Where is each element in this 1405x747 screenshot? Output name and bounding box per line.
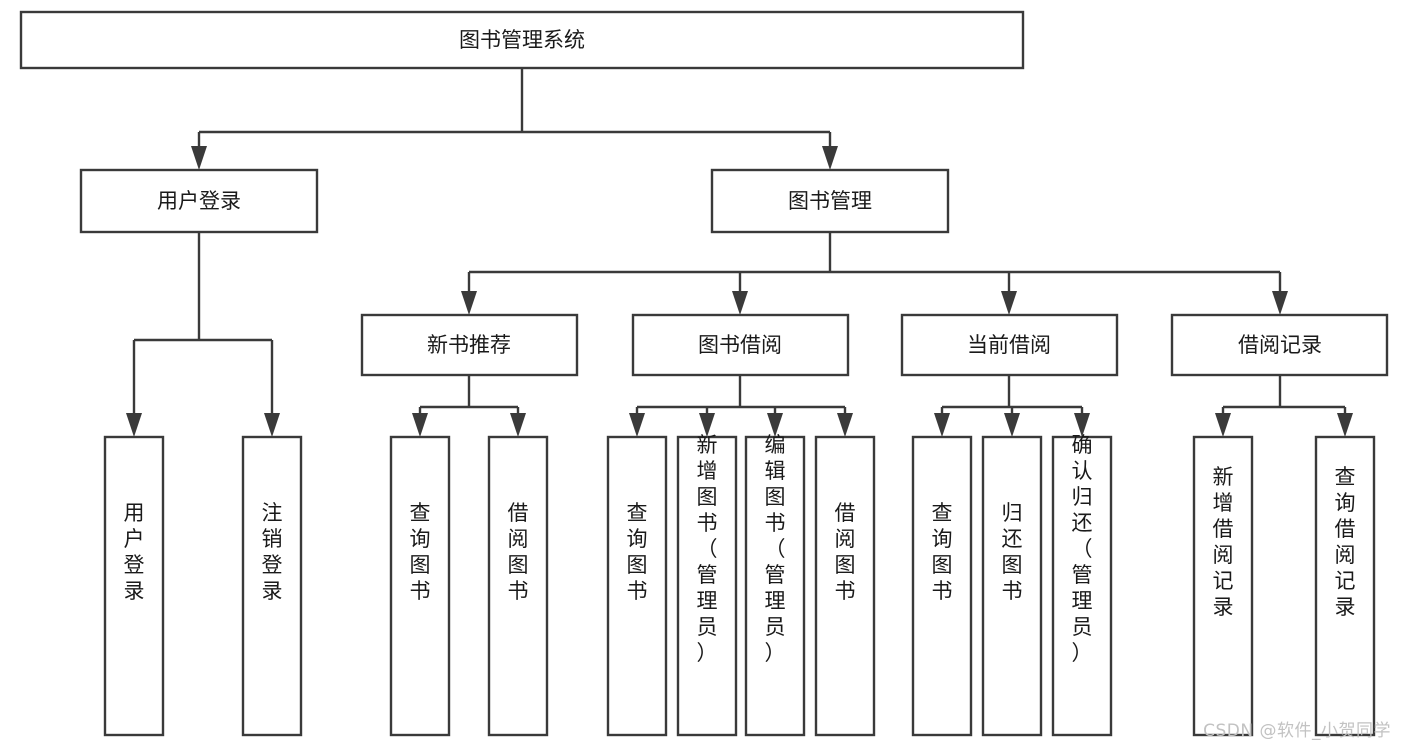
leaf-current-borrow-1-box[interactable] [911, 435, 973, 737]
leaf-user-login-1-label: 用户登录 [124, 501, 145, 603]
arrowhead-leaf-borrow-record-1 [1215, 413, 1231, 437]
leaf-book-borrow-1[interactable]: 查询图书 [606, 435, 668, 737]
node-new-book-recommend-label: 新书推荐 [427, 333, 511, 357]
node-borrow-record-box[interactable] [1170, 313, 1389, 377]
arrowhead-leaf-new-book-1 [412, 413, 428, 437]
leaf-book-borrow-3-label: 编辑图书（管理员） [765, 433, 786, 665]
leaf-borrow-record-1-label: 新增借阅记录 [1213, 465, 1234, 619]
node-user-login-label: 用户登录 [157, 189, 241, 213]
leaf-book-borrow-4[interactable]: 借阅图书 [814, 435, 876, 737]
node-user-login-box[interactable] [79, 168, 319, 234]
leaf-new-book-1-label: 查询图书 [410, 501, 431, 603]
leaf-book-borrow-2[interactable]: 新增图书（管理员） [676, 433, 738, 737]
arrowhead-leaf-book-borrow-1 [629, 413, 645, 437]
leaf-current-borrow-2-label: 归还图书 [1002, 501, 1023, 603]
arrowhead-user-login [191, 146, 207, 170]
leaf-book-borrow-2-label: 新增图书（管理员） [697, 433, 718, 665]
arrowhead-leaf-book-borrow-4 [837, 413, 853, 437]
arrowhead-leaf-user-login-1 [126, 413, 142, 437]
arrowhead-book-borrow [732, 291, 748, 315]
leaf-current-borrow-2-box[interactable] [981, 435, 1043, 737]
leaf-book-borrow-3[interactable]: 编辑图书（管理员） [744, 433, 806, 737]
leaf-borrow-record-1[interactable]: 新增借阅记录 [1192, 435, 1254, 737]
node-root-label: 图书管理系统 [459, 28, 585, 52]
arrowhead-new-book [461, 291, 477, 315]
arrowhead-leaf-new-book-2 [510, 413, 526, 437]
arrowhead-leaf-current-borrow-1 [934, 413, 950, 437]
node-new-book-recommend-box[interactable] [360, 313, 579, 377]
leaf-book-borrow-1-label: 查询图书 [627, 501, 648, 603]
leaf-borrow-record-2-box[interactable] [1314, 435, 1376, 737]
leaf-new-book-2-label: 借阅图书 [508, 501, 529, 603]
node-new-book-recommend[interactable]: 新书推荐 [360, 313, 579, 377]
leaf-book-borrow-3-box[interactable] [744, 435, 806, 737]
arrowhead-leaf-current-borrow-3 [1074, 413, 1090, 437]
leaf-current-borrow-1-label: 查询图书 [932, 501, 953, 603]
connector-layer [126, 68, 1353, 437]
arrowhead-leaf-book-borrow-3 [767, 413, 783, 437]
leaf-new-book-2[interactable]: 借阅图书 [487, 435, 549, 737]
arrowhead-current-borrow [1001, 291, 1017, 315]
leaf-book-borrow-2-box[interactable] [676, 435, 738, 737]
arrowhead-book-manage [822, 146, 838, 170]
node-book-borrow[interactable]: 图书借阅 [631, 313, 850, 377]
arrowhead-leaf-borrow-record-2 [1337, 413, 1353, 437]
leaf-current-borrow-1[interactable]: 查询图书 [911, 435, 973, 737]
node-borrow-record-label: 借阅记录 [1238, 333, 1322, 357]
leaf-borrow-record-2-label: 查询借阅记录 [1335, 465, 1356, 619]
leaf-current-borrow-3-label: 确认归还（管理员） [1072, 433, 1093, 665]
node-book-manage-box[interactable] [710, 168, 950, 234]
leaf-current-borrow-2[interactable]: 归还图书 [981, 435, 1043, 737]
leaf-user-login-2-label: 注销登录 [262, 501, 283, 603]
node-book-manage[interactable]: 图书管理 [710, 168, 950, 234]
arrowhead-leaf-book-borrow-2 [699, 413, 715, 437]
node-current-borrow-label: 当前借阅 [967, 333, 1051, 357]
node-current-borrow[interactable]: 当前借阅 [900, 313, 1119, 377]
leaf-book-borrow-1-box[interactable] [606, 435, 668, 737]
leaf-user-login-1[interactable]: 用户登录 [103, 435, 165, 737]
leaf-current-borrow-3-box[interactable] [1051, 435, 1113, 737]
leaf-book-borrow-4-label: 借阅图书 [835, 501, 856, 603]
leaf-new-book-2-box[interactable] [487, 435, 549, 737]
leaf-new-book-1[interactable]: 查询图书 [389, 435, 451, 737]
leaf-user-login-1-box[interactable] [103, 435, 165, 737]
node-borrow-record[interactable]: 借阅记录 [1170, 313, 1389, 377]
node-book-manage-label: 图书管理 [788, 189, 872, 213]
arrowhead-leaf-user-login-2 [264, 413, 280, 437]
node-current-borrow-box[interactable] [900, 313, 1119, 377]
node-book-borrow-label: 图书借阅 [698, 333, 782, 357]
arrowhead-borrow-record [1272, 291, 1288, 315]
node-root-box[interactable] [19, 10, 1025, 70]
node-user-login[interactable]: 用户登录 [79, 168, 319, 234]
leaf-user-login-2[interactable]: 注销登录 [241, 435, 303, 737]
leaf-borrow-record-2[interactable]: 查询借阅记录 [1314, 435, 1376, 737]
node-root[interactable]: 图书管理系统 [19, 10, 1025, 70]
node-book-borrow-box[interactable] [631, 313, 850, 377]
leaf-borrow-record-1-box[interactable] [1192, 435, 1254, 737]
leaf-new-book-1-box[interactable] [389, 435, 451, 737]
csdn-watermark: CSDN @软件_小贺同学 [1203, 721, 1391, 741]
leaf-current-borrow-3[interactable]: 确认归还（管理员） [1051, 433, 1113, 737]
leaf-book-borrow-4-box[interactable] [814, 435, 876, 737]
leaf-user-login-2-box[interactable] [241, 435, 303, 737]
arrowhead-leaf-current-borrow-2 [1004, 413, 1020, 437]
